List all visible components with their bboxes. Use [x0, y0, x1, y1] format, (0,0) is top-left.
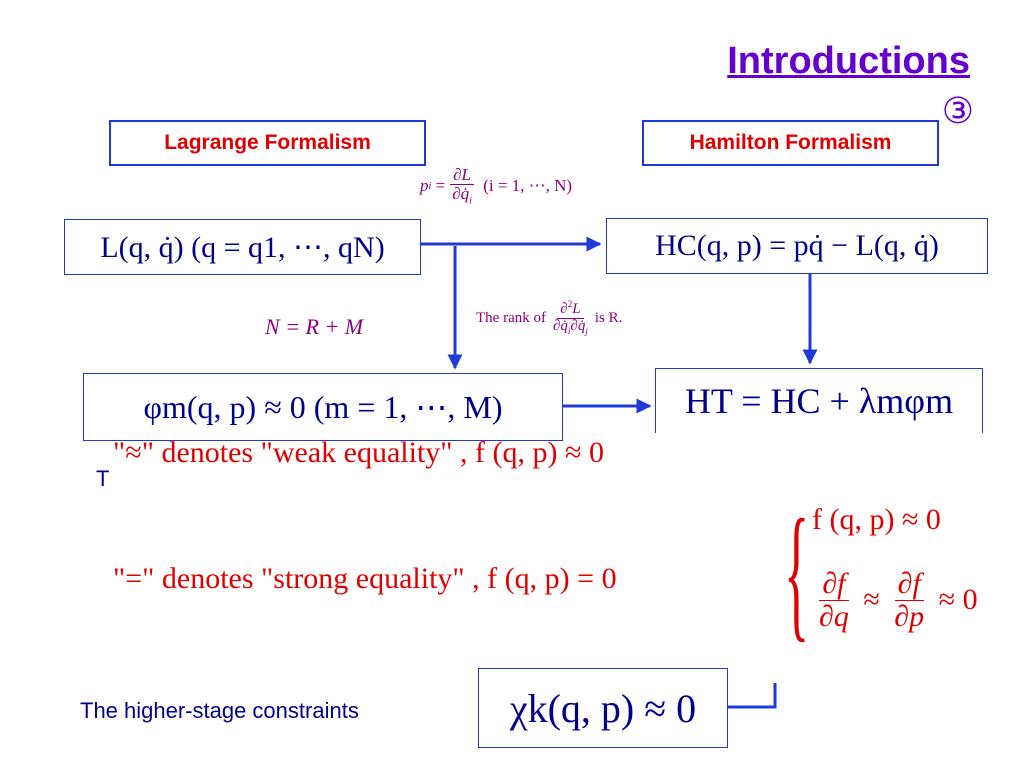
phi-constraint-eq: φm(q, p) ≈ 0 (m = 1, ⋯, M)	[143, 389, 503, 425]
higher-stage-label: The higher-stage constraints	[80, 698, 359, 723]
hamiltonian-canonical-box: HC(q, p) = pq̇ − L(q, q̇)	[606, 218, 988, 274]
hamilton-label: Hamilton Formalism	[689, 131, 892, 154]
connector-chi-bracket	[728, 683, 777, 709]
lagrange-label: Lagrange Formalism	[164, 131, 371, 154]
chi-constraint-eq: χk(q, p) ≈ 0	[509, 685, 697, 731]
momentum-range: (i = 1, ⋯, N)	[483, 176, 573, 196]
lagrangian-box: L(q, q̇) (q = q1, ⋯, qN)	[64, 219, 421, 275]
n-relation: N = R + M	[265, 314, 364, 339]
stray-letter: T	[96, 466, 110, 491]
lagrange-label-box: Lagrange Formalism	[109, 120, 426, 166]
weak-equality-note: "≈" denotes "weak equality" , f (q, p) ≈…	[113, 436, 604, 469]
rank-statement: The rank of ∂2L∂q̇i∂q̇j is R.	[476, 299, 623, 336]
hamiltonian-t-eq: HT = HC + λmφm	[684, 381, 954, 421]
slide-number: ③	[941, 90, 974, 131]
cases-brace-icon: {	[784, 489, 810, 655]
lagrangian-eq: L(q, q̇) (q = q1, ⋯, qN)	[100, 230, 385, 264]
primary-constraint-box: φm(q, p) ≈ 0 (m = 1, ⋯, M)	[83, 373, 563, 441]
momentum-lhs: p	[420, 176, 429, 196]
rank-suffix: is R.	[594, 309, 623, 326]
page-title: Introductions	[727, 40, 970, 82]
higher-constraint-box: χk(q, p) ≈ 0	[478, 668, 728, 748]
hamiltonian-c-eq: HC(q, p) = pq̇ − L(q, q̇)	[655, 229, 939, 262]
strong-case-1: f (q, p) ≈ 0	[812, 503, 941, 536]
strong-equality-note: "=" denotes "strong equality" , f (q, p)…	[113, 562, 617, 595]
total-hamiltonian-box: HT = HC + λmφm	[655, 368, 983, 433]
hamilton-label-box: Hamilton Formalism	[642, 120, 939, 166]
rank-prefix: The rank of	[476, 309, 546, 326]
strong-case-2: ∂f∂q ≈ ∂f∂p ≈ 0	[819, 567, 978, 633]
